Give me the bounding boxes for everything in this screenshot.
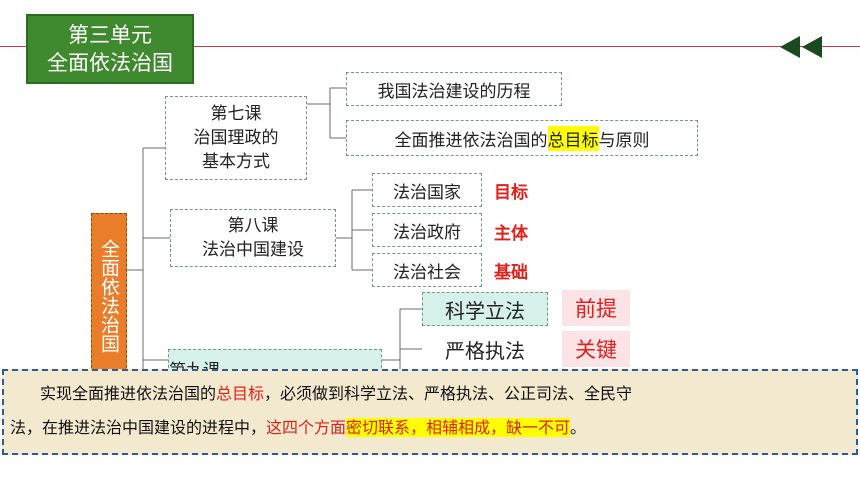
lesson-9-tag-key: 关键 xyxy=(562,331,630,367)
unit-title: 第三单元 全面依法治国 xyxy=(26,14,194,84)
summary-four-aspects: 这四个方面 xyxy=(266,418,347,437)
unit-title-line2: 全面依法治国 xyxy=(47,51,173,75)
back-arrows-icon[interactable] xyxy=(778,34,832,60)
lesson-8-tag-subject: 主体 xyxy=(494,224,528,244)
lesson-8-line2: 法治中国建设 xyxy=(202,240,304,260)
lesson-9-item-legislation[interactable]: 科学立法 xyxy=(422,292,548,326)
lesson-7-title: 第七课 xyxy=(210,104,262,124)
summary-line2: 法，在推进法治中国建设的进程中，这四个方面密切联系，相辅相成，缺一不可。 xyxy=(10,411,842,445)
lesson-7-line3: 基本方式 xyxy=(202,152,270,172)
lesson-7-item-goal[interactable]: 全面推进依法治国的总目标与原则 xyxy=(346,120,698,156)
summary-goal-red: 总目标 xyxy=(216,384,265,403)
unit-title-line1: 第三单元 xyxy=(68,23,152,47)
summary-text: 实现全面推进依法治国的 xyxy=(40,384,217,403)
lesson-8-item-government[interactable]: 法治政府 xyxy=(372,213,482,247)
summary-line1: 实现全面推进依法治国的总目标，必须做到科学立法、严格执法、公正司法、全民守 xyxy=(10,377,842,411)
goal-highlight: 总目标 xyxy=(547,125,599,151)
lesson-8-tag-foundation: 基础 xyxy=(494,263,528,283)
lesson-7-box[interactable]: 第七课 治国理政的 基本方式 xyxy=(165,96,307,180)
goal-text-post: 与原则 xyxy=(598,130,650,151)
lesson-8-tag-goal: 目标 xyxy=(494,183,528,203)
goal-text-pre: 全面推进依法治国的 xyxy=(394,130,548,151)
lesson-7-line2: 治国理政的 xyxy=(193,128,279,148)
lesson-8-box[interactable]: 第八课 法治中国建设 xyxy=(170,209,336,267)
lesson-8-item-state[interactable]: 法治国家 xyxy=(372,173,482,207)
header-rule xyxy=(0,46,860,47)
summary-highlight: 密切联系，相辅相成，缺一不可 xyxy=(346,418,571,437)
lesson-8-title: 第八课 xyxy=(227,216,279,236)
side-label: 全面依法治国 xyxy=(91,213,127,378)
summary-box: 实现全面推进依法治国的总目标，必须做到科学立法、严格执法、公正司法、全民守 法，… xyxy=(2,369,858,455)
summary-text: 法，在推进法治中国建设的进程中， xyxy=(10,418,267,437)
lesson-9-tag-premise: 前提 xyxy=(562,290,630,326)
lesson-9-item-enforcement[interactable]: 严格执法 xyxy=(422,332,548,366)
lesson-8-item-society[interactable]: 法治社会 xyxy=(372,253,482,287)
summary-period: 。 xyxy=(570,418,587,437)
lesson-7-item-history[interactable]: 我国法治建设的历程 xyxy=(346,72,562,106)
summary-text: ，必须做到科学立法、严格执法、公正司法、全民守 xyxy=(264,384,633,403)
